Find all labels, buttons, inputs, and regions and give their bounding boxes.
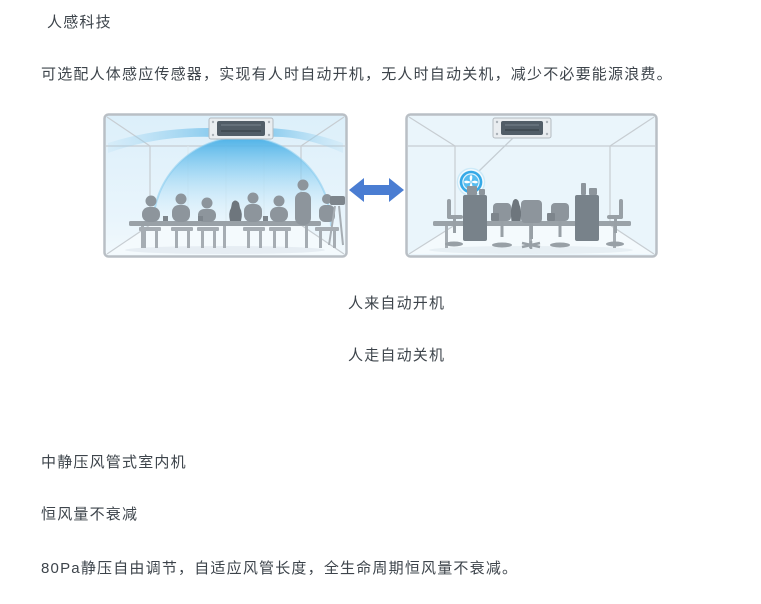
empty-room-panel [405,113,658,258]
ceiling-cassette-ac-right [492,117,552,139]
occupied-room-graphic [103,113,348,258]
human-sensing-description: 可选配人体感应传感器，实现有人时自动开机，无人时自动关机，减少不必要能源浪费。 [41,66,673,83]
section-title-duct-unit: 中静压风管式室内机 [41,454,187,471]
cool-air-dome [153,137,331,226]
human-sensing-illustration [103,113,658,258]
duct-unit-subtitle: 恒风量不衰减 [41,506,139,523]
occupied-room-panel [103,113,348,258]
duct-unit-description: 80Pa静压自由调节，自适应风管长度，全生命周期恒风量不衰减。 [41,560,519,577]
air-stream-left [108,127,215,153]
empty-room-graphic [405,113,658,258]
double-arrow-icon [348,113,405,258]
air-stream-right [267,128,343,153]
empty-furniture [433,183,631,249]
callout-line [476,137,514,174]
people-silhouettes [129,179,345,248]
feature-title-human-sensing: 人感科技 [47,14,112,31]
ceiling-cassette-ac-left [208,117,274,140]
caption-auto-power-off: 人走自动关机 [348,347,446,364]
caption-auto-power-on: 人来自动开机 [348,295,446,312]
